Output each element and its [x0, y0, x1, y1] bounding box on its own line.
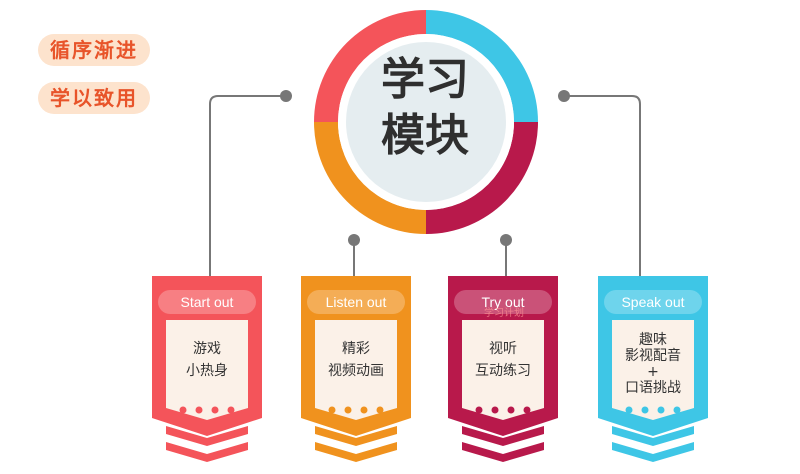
hub-title-line1: 学习: [381, 54, 469, 105]
card-line: 影视配音: [625, 348, 681, 364]
hub-segment-red: [314, 10, 426, 122]
tag-step-by-step: 循序渐进: [38, 34, 150, 66]
card-line: +: [647, 364, 659, 380]
card-line: 游戏: [193, 341, 221, 357]
card-listen-out: Listen out 精彩 视频动画: [301, 276, 411, 474]
connector-dot-start: [280, 90, 292, 102]
card-line: 互动练习: [475, 363, 531, 379]
card-speak-out: Speak out 趣味 影视配音 + 口语挑战: [598, 276, 708, 474]
hub-core: [346, 42, 506, 202]
card-title-speak: Speak out: [604, 290, 702, 314]
card-line: 视频动画: [328, 363, 384, 379]
hub-segment-orange: [314, 122, 426, 234]
watermark-text: 学习计划: [484, 308, 524, 319]
card-title-listen: Listen out: [307, 290, 405, 314]
card-title-start: Start out: [158, 290, 256, 314]
hub-segment-cyan: [426, 10, 538, 122]
card-title-try: Try out: [454, 290, 552, 314]
card-text-try: 视听 互动练习: [462, 338, 544, 382]
hub-segment-crimson: [426, 122, 538, 234]
connector-dot-try: [500, 234, 512, 246]
card-line: 趣味: [639, 332, 667, 348]
connector-dot-speak: [558, 90, 570, 102]
card-line: 视听: [489, 341, 517, 357]
card-line: 口语挑战: [625, 380, 681, 396]
hub-title-line2: 模块: [381, 110, 469, 161]
connector-speak: [564, 95, 641, 278]
card-text-listen: 精彩 视频动画: [315, 338, 397, 382]
card-line: 精彩: [342, 341, 370, 357]
connector-start: [209, 95, 286, 278]
card-start-out: Start out 游戏 小热身: [152, 276, 262, 474]
card-text-speak: 趣味 影视配音 + 口语挑战: [612, 332, 694, 396]
hub-title: 学习 模块: [350, 52, 500, 164]
card-text-start: 游戏 小热身: [166, 338, 248, 382]
card-try-out: Try out 学习计划 视听 互动练习: [448, 276, 558, 474]
connector-dot-listen: [348, 234, 360, 246]
card-line: 小热身: [186, 363, 228, 379]
tag-learn-to-apply: 学以致用: [38, 82, 150, 114]
